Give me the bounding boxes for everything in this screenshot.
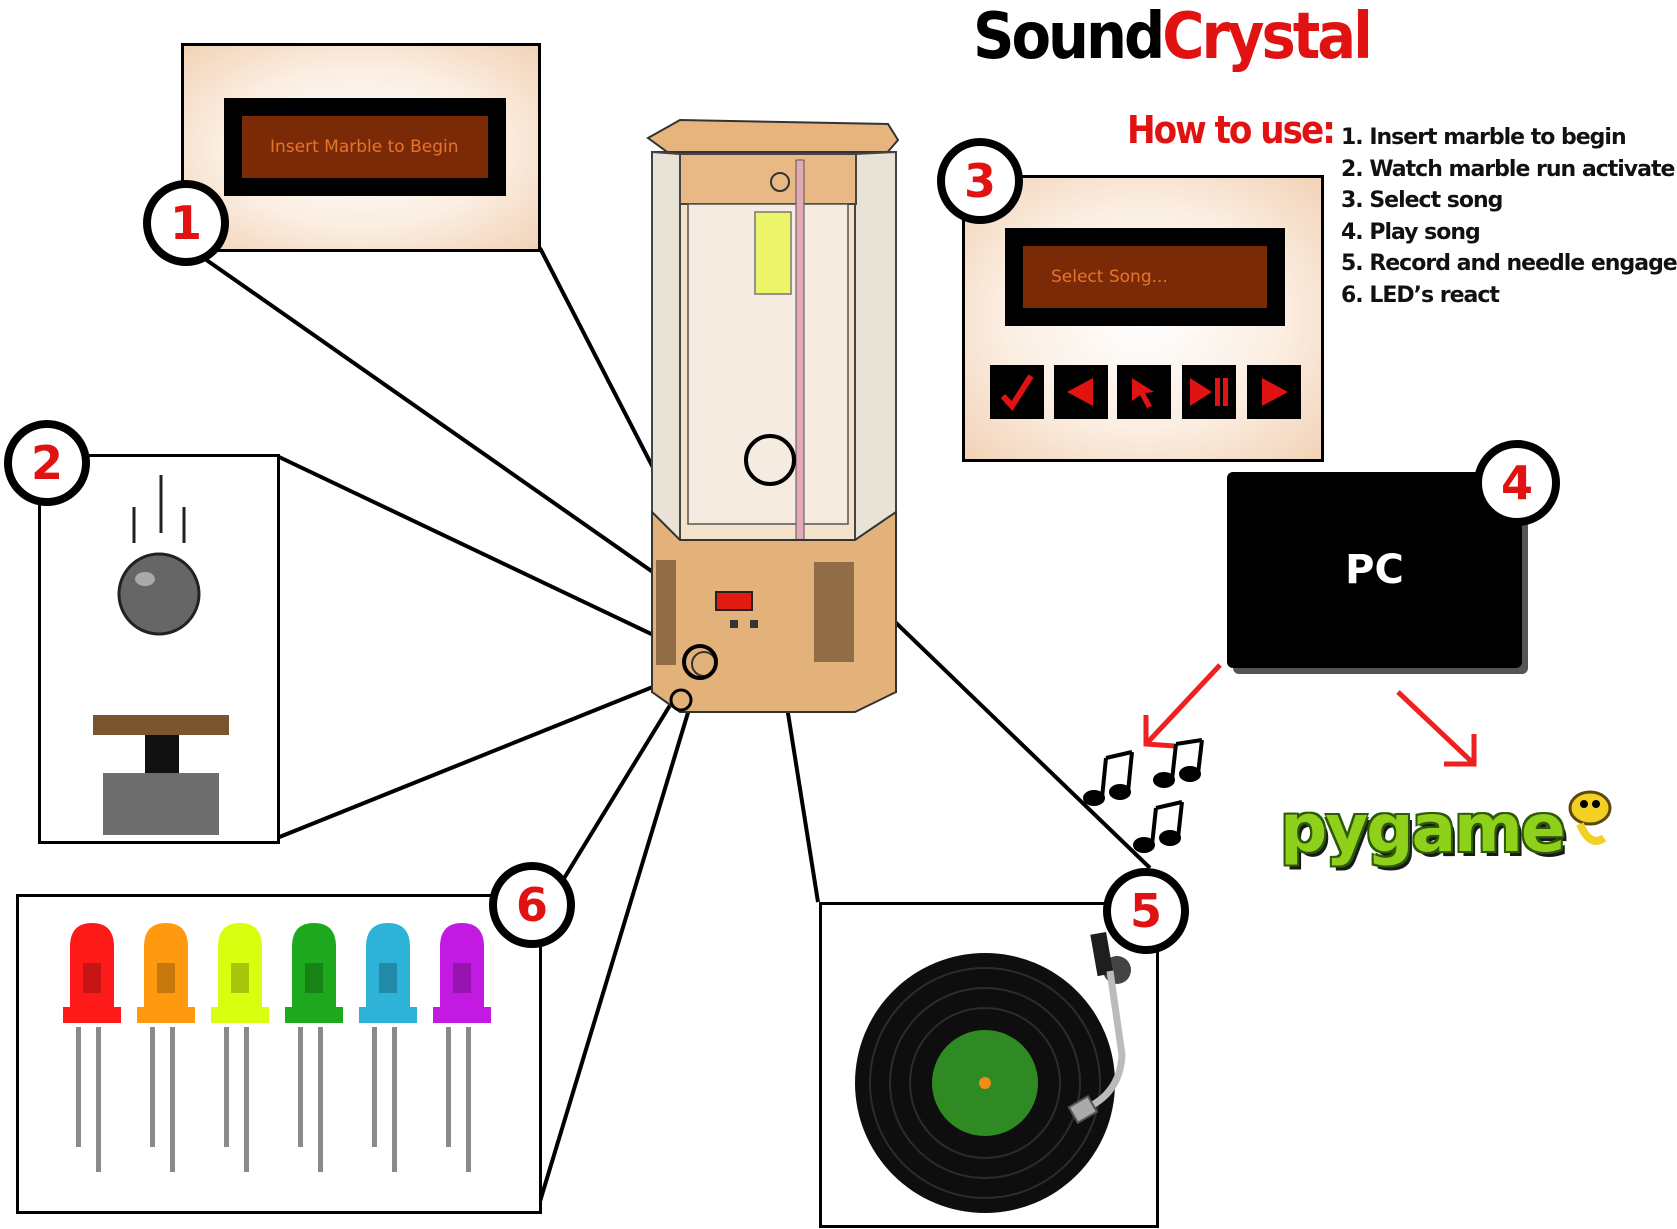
step-1: 1. Insert marble to begin — [1341, 125, 1627, 150]
callout-6-panel — [16, 894, 542, 1214]
lcd-screen-insert: Insert Marble to Begin — [224, 98, 506, 196]
next-button[interactable] — [1247, 365, 1301, 419]
led-row — [63, 923, 491, 1172]
play-pause-icon — [1190, 378, 1228, 406]
confirm-button[interactable] — [990, 365, 1044, 419]
led-5 — [359, 923, 417, 1172]
pygame-snake-icon — [1568, 790, 1612, 845]
callout-1-panel: Insert Marble to Begin — [181, 43, 541, 252]
lcd-screen-select: Select Song... — [1005, 228, 1285, 326]
callout-6-badge: 6 — [489, 862, 575, 948]
pygame-logo: pygame — [1280, 790, 1566, 867]
left-arrow-icon — [1067, 378, 1093, 406]
step-4: 4. Play song — [1341, 219, 1481, 245]
app-title: SoundCrystal — [973, 0, 1373, 74]
led-2 — [137, 923, 195, 1172]
lcd-insert-text: Insert Marble to Begin — [242, 116, 488, 178]
marble-drop-illustration — [93, 475, 229, 835]
callout-2-panel — [38, 454, 280, 844]
pc-box: PC — [1227, 472, 1522, 668]
callout-3-badge: 3 — [937, 138, 1023, 224]
step-5: 5. Record and needle engage — [1341, 251, 1677, 276]
callout-4-badge: 4 — [1474, 440, 1560, 526]
select-button[interactable] — [1117, 365, 1171, 419]
how-to-use-heading: How to use: — [1127, 108, 1336, 152]
music-notes-icon — [1083, 738, 1204, 853]
tonearm — [1067, 931, 1131, 1125]
right-arrow-icon — [1262, 378, 1288, 406]
how-to-use-steps: 1. Insert marble to begin 2. Watch marbl… — [1341, 122, 1677, 311]
callout-3-panel: Select Song... — [962, 175, 1324, 462]
step-3: 3. Select song — [1341, 188, 1503, 213]
cursor-icon — [1132, 378, 1154, 408]
led-6 — [433, 923, 491, 1172]
callout-1-badge: 1 — [143, 180, 229, 266]
callout-5-badge: 5 — [1103, 868, 1189, 954]
lcd-select-text: Select Song... — [1023, 246, 1267, 308]
callout-5-panel — [819, 902, 1159, 1228]
cabinet-illustration — [646, 118, 900, 713]
previous-button[interactable] — [1054, 365, 1108, 419]
title-crystal: Crystal — [1162, 0, 1373, 74]
led-3 — [211, 923, 269, 1172]
check-icon — [1000, 374, 1034, 411]
plunger-top — [93, 715, 229, 735]
step-2: 2. Watch marble run activate — [1341, 156, 1675, 182]
step-6: 6. LED’s react — [1341, 282, 1500, 308]
play-pause-button[interactable] — [1182, 365, 1236, 419]
led-4 — [285, 923, 343, 1172]
title-sound: Sound — [973, 0, 1165, 74]
turntable-illustration — [855, 931, 1131, 1213]
callout-2-badge: 2 — [4, 420, 90, 506]
led-1 — [63, 923, 121, 1172]
